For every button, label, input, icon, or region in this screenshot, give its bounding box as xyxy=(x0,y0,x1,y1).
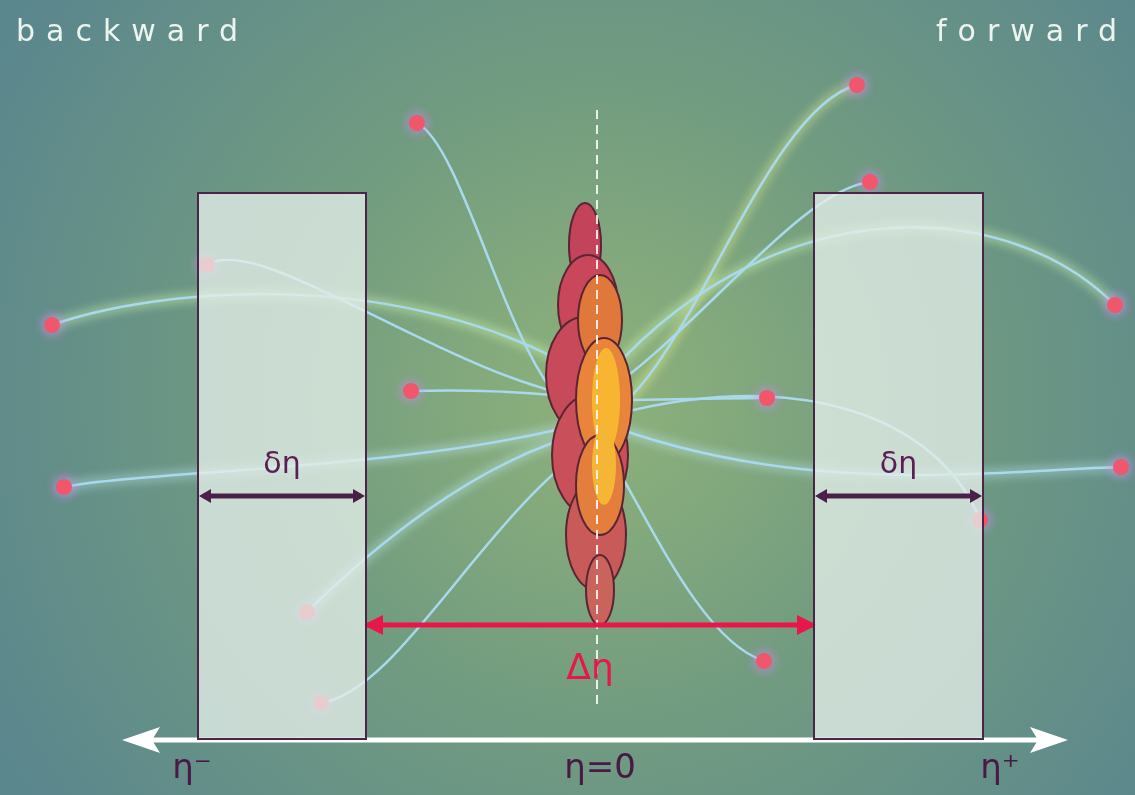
axis-label: η=0 xyxy=(564,748,636,785)
direction-label: backward xyxy=(16,14,249,47)
gap-arrow xyxy=(367,623,813,628)
axis-label: η⁺ xyxy=(980,748,1020,785)
window-width-label: δη xyxy=(199,446,365,479)
window-width-label: δη xyxy=(815,446,982,479)
eta-window: δη xyxy=(197,192,367,740)
fireball xyxy=(546,203,632,625)
axis-label: η⁻ xyxy=(172,748,212,785)
direction-label: forward xyxy=(936,14,1128,47)
center-line xyxy=(596,110,598,705)
gap-label: Δη xyxy=(566,647,613,687)
eta-window: δη xyxy=(813,192,984,740)
